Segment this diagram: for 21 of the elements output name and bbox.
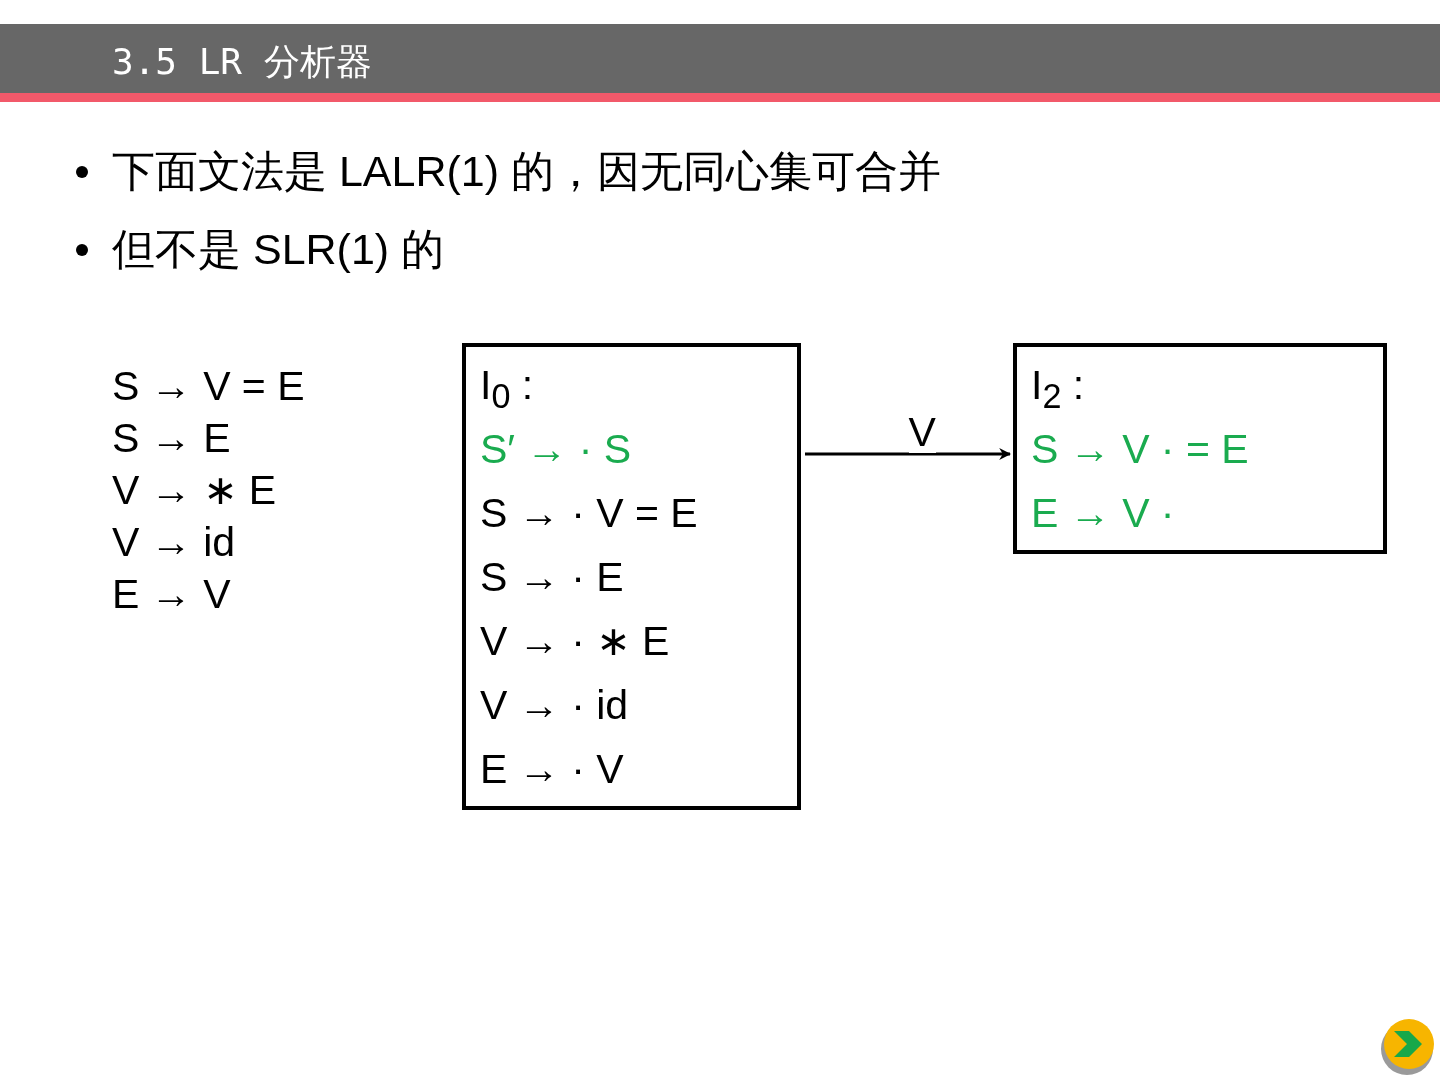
arrow [805,448,1012,460]
grammar-rule: S → V = E [112,366,305,407]
lr-item: V → · ∗ E [480,621,670,662]
lr-item: S → · V = E [480,493,698,534]
grammar-rule: V → id [112,522,236,563]
lr-item: E → V · [1031,493,1175,534]
lr-item: S → V · = E [1031,429,1249,470]
set-heading: I$_{0}$ : [480,365,534,414]
bullet-text: 下面文法是 LALR(1) 的，因无同心集可合并 [112,150,941,193]
lr-item: E → · V [480,749,624,790]
item-set-box [1013,343,1387,554]
bullet-text: 但不是 SLR(1) 的 [112,228,445,271]
grammar-rule: V → ∗ E [112,470,277,511]
lr-item: S → · E [480,557,624,598]
lr-item: V → · id [480,685,629,726]
slide-title: 3.5 LR 分析器 [112,40,372,84]
grammar-rule: E → V [112,574,231,615]
set-heading: I$_{2}$ : [1031,365,1085,414]
lr-item: S′ → · S [480,429,632,470]
item-set-box [462,343,801,810]
grammar-rule: S → E [112,418,231,459]
